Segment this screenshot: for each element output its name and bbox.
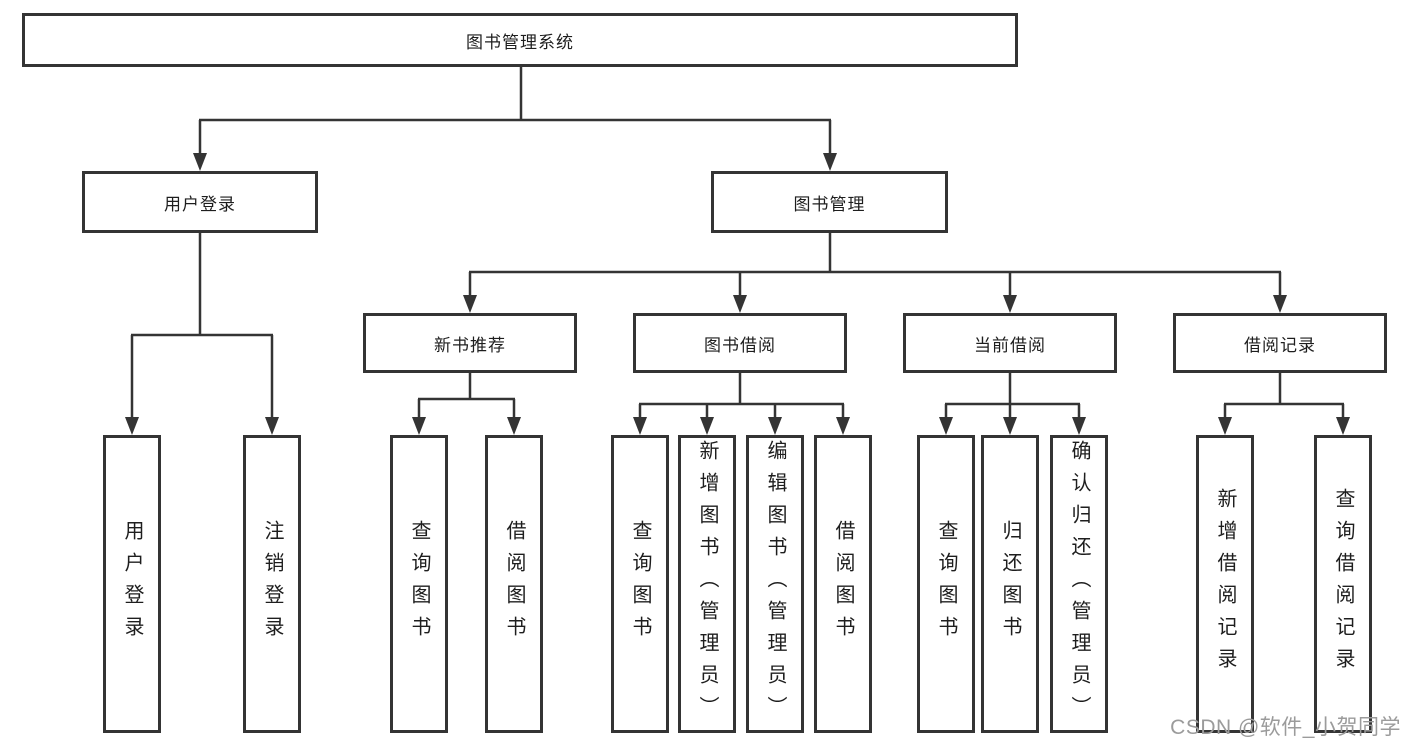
node-book-borrow: 图书借阅 <box>633 313 847 373</box>
leaf-label: 查询借阅记录 <box>1332 488 1354 680</box>
leaf-label: 查询图书 <box>629 520 651 648</box>
leaf-add-borrow-record: 新增借阅记录 <box>1196 435 1254 733</box>
leaf-label: 借阅图书 <box>503 520 525 648</box>
node-label: 图书管理系统 <box>466 32 574 52</box>
csdn-watermark: CSDN @软件_小贺同学 <box>1170 716 1401 739</box>
node-borrow-records: 借阅记录 <box>1173 313 1387 373</box>
leaf-label: 借阅图书 <box>832 520 854 648</box>
leaf-label: 新增图书（管理员） <box>696 440 718 728</box>
node-book-management: 图书管理 <box>711 171 948 233</box>
leaf-query-books-recommend: 查询图书 <box>390 435 448 733</box>
leaf-confirm-return-admin: 确认归还（管理员） <box>1050 435 1108 733</box>
node-label: 图书借阅 <box>704 335 776 355</box>
leaf-label: 编辑图书（管理员） <box>764 440 786 728</box>
node-label: 当前借阅 <box>974 335 1046 355</box>
node-label: 图书管理 <box>793 194 866 214</box>
node-label: 用户登录 <box>164 194 236 214</box>
node-user-login: 用户登录 <box>82 171 318 233</box>
leaf-label: 确认归还（管理员） <box>1068 440 1090 728</box>
leaf-query-books-borrow: 查询图书 <box>611 435 669 733</box>
leaf-query-borrow-record: 查询借阅记录 <box>1314 435 1372 733</box>
leaf-add-books-admin: 新增图书（管理员） <box>678 435 736 733</box>
leaf-user-login: 用户登录 <box>103 435 161 733</box>
leaf-query-books-current: 查询图书 <box>917 435 975 733</box>
leaf-return-books: 归还图书 <box>981 435 1039 733</box>
leaf-edit-books-admin: 编辑图书（管理员） <box>746 435 804 733</box>
leaf-label: 归还图书 <box>999 520 1021 648</box>
node-label: 新书推荐 <box>434 335 506 355</box>
node-label: 借阅记录 <box>1244 335 1316 355</box>
leaf-label: 查询图书 <box>935 520 957 648</box>
node-library-management-system: 图书管理系统 <box>22 13 1018 67</box>
leaf-borrow-books-recommend: 借阅图书 <box>485 435 543 733</box>
leaf-logout: 注销登录 <box>243 435 301 733</box>
leaf-borrow-books-borrow: 借阅图书 <box>814 435 872 733</box>
leaf-label: 查询图书 <box>408 520 430 648</box>
leaf-label: 注销登录 <box>261 520 283 648</box>
node-current-borrow: 当前借阅 <box>903 313 1117 373</box>
leaf-label: 新增借阅记录 <box>1214 488 1236 680</box>
leaf-label: 用户登录 <box>121 520 143 648</box>
node-new-book-recommend: 新书推荐 <box>363 313 577 373</box>
